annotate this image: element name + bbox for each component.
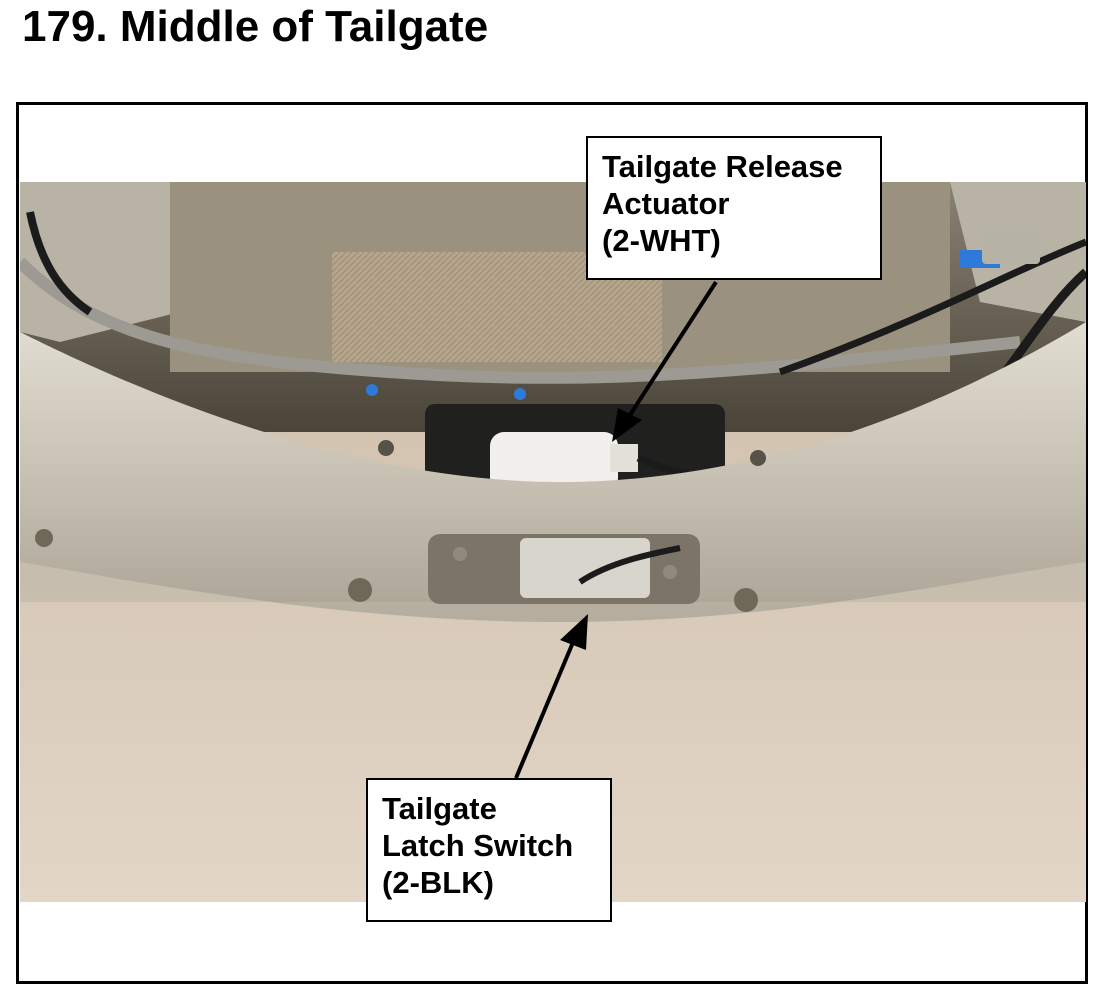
access-hole-far-left	[35, 529, 53, 547]
actuator-arrow-line	[626, 280, 718, 420]
callout-line: Actuator	[602, 186, 730, 221]
latch-switch	[520, 538, 650, 598]
access-hole-left	[348, 578, 372, 602]
wire-harness-top	[20, 257, 1021, 384]
actuator-connector	[610, 444, 638, 472]
latch-bolt-right	[663, 565, 677, 579]
callout-line: (2-WHT)	[602, 223, 721, 258]
callout-release-actuator: Tailgate Release Actuator (2-WHT)	[586, 136, 882, 280]
access-hole-right	[734, 588, 758, 612]
clip-blue-1	[366, 384, 378, 396]
wire-harness-black-left	[26, 211, 93, 316]
actuator-arrowhead	[612, 408, 642, 442]
page-title: 179. Middle of Tailgate	[22, 2, 489, 51]
bolt-right	[750, 450, 766, 466]
latch-arrowhead	[560, 614, 588, 650]
wire-harness-black-right-2	[778, 238, 1086, 376]
callout-latch-switch: Tailgate Latch Switch (2-BLK)	[366, 778, 612, 922]
gray-connector	[982, 230, 1040, 264]
release-actuator	[490, 432, 618, 492]
latch-wire	[578, 545, 681, 585]
callout-line: Tailgate Release	[602, 149, 843, 184]
callout-line: Tailgate	[382, 791, 497, 826]
tailgate-cross-member	[20, 322, 1086, 622]
latch-arrow-line	[514, 639, 576, 779]
callout-line: (2-BLK)	[382, 865, 494, 900]
latch-bolt-left	[453, 547, 467, 561]
callout-line: Latch Switch	[382, 828, 574, 863]
clip-blue-2	[514, 388, 526, 400]
lower-panel-lip	[20, 562, 1086, 622]
bolt-left	[378, 440, 394, 456]
